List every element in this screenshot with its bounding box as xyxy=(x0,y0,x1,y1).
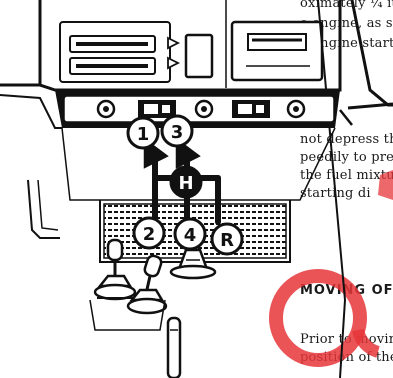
gear-4-marker: 4 xyxy=(175,219,205,249)
watermark-logo xyxy=(276,276,378,360)
reverse-label: R xyxy=(220,230,234,251)
gear-4-label: 4 xyxy=(184,225,197,246)
gear-1-label: 1 xyxy=(137,124,150,145)
gear-2-marker: 2 xyxy=(134,218,164,248)
gear-2-label: 2 xyxy=(143,224,156,245)
reverse-marker: R xyxy=(212,224,242,254)
neutral-label: H xyxy=(178,173,193,194)
gear-3-marker: 3 xyxy=(162,116,192,146)
switch-strip xyxy=(55,90,340,128)
neutral-marker: H xyxy=(171,167,201,197)
gear-3-label: 3 xyxy=(171,122,184,143)
gear-1-marker: 1 xyxy=(128,118,158,148)
dashboard-left-side xyxy=(0,85,62,238)
transfer-lever-2-icon xyxy=(128,254,166,313)
hand-lever-icon xyxy=(168,318,180,378)
watermark-fragment xyxy=(378,170,393,200)
dashboard-panel xyxy=(40,0,340,90)
